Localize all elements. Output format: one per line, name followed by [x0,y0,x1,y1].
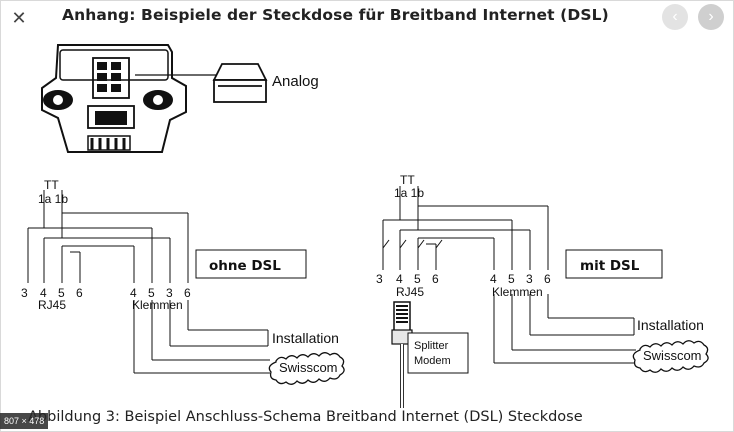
analog-label: Analog [272,73,319,90]
left-klemmen-pin: 3 [166,286,173,300]
right-rj45-pin: 3 [376,272,383,286]
left-mode-box [195,249,307,279]
right-klemmen-pin: 3 [526,272,533,286]
right-wire-label: 1a 1b [394,186,424,200]
right-tt-label: TT [400,173,415,187]
modem-label: Modem [414,355,451,367]
close-icon[interactable]: ✕ [11,8,27,28]
splitter-label: Splitter [414,340,449,352]
right-klemmen-label: Klemmen [492,285,543,299]
left-swisscom-label: Swisscom [279,360,338,375]
socket-drawing [41,44,222,153]
page-title: Anhang: Beispiele der Steckdose für Brei… [62,6,609,24]
left-swisscom-cloud-icon [268,352,345,385]
right-mode-box [565,249,663,279]
left-rj45-label: RJ45 [38,298,66,312]
left-klemmen-pin: 4 [130,286,137,300]
right-rj45-pin: 6 [432,272,439,286]
right-schema-wiring [382,186,636,364]
right-mode-label: mit DSL [580,258,640,274]
left-installation-label: Installation [272,330,339,346]
left-schema-wiring [27,190,270,374]
figure-caption: Abbildung 3: Beispiel Anschluss-Schema B… [28,409,583,425]
right-klemmen-pin: 4 [490,272,497,286]
left-mode-label: ohne DSL [209,258,281,274]
left-rj45-pin: 4 [40,286,47,300]
right-rj45-label: RJ45 [396,285,424,299]
image-size-badge: 807 × 478 [0,413,49,429]
right-klemmen-pin: 6 [544,272,551,286]
chevron-right-icon[interactable]: › [698,4,724,30]
left-tt-label: TT [44,178,59,192]
left-rj45-pin: 3 [21,286,28,300]
left-rj45-pin: 6 [76,286,83,300]
rj45-plug-icon [391,301,413,408]
left-wire-label: 1a 1b [38,192,68,206]
right-rj45-pin: 5 [414,272,421,286]
right-swisscom-label: Swisscom [643,348,702,363]
splitter-modem-box [407,332,469,374]
left-klemmen-pin: 6 [184,286,191,300]
right-swisscom-cloud-icon [632,340,709,373]
right-klemmen-pin: 5 [508,272,515,286]
chevron-left-icon[interactable]: ‹ [662,4,688,30]
left-klemmen-label: Klemmen [132,298,183,312]
right-rj45-pin: 4 [396,272,403,286]
analog-plug-icon [212,63,268,103]
left-rj45-pin: 5 [58,286,65,300]
right-installation-label: Installation [637,317,704,333]
left-klemmen-pin: 5 [148,286,155,300]
